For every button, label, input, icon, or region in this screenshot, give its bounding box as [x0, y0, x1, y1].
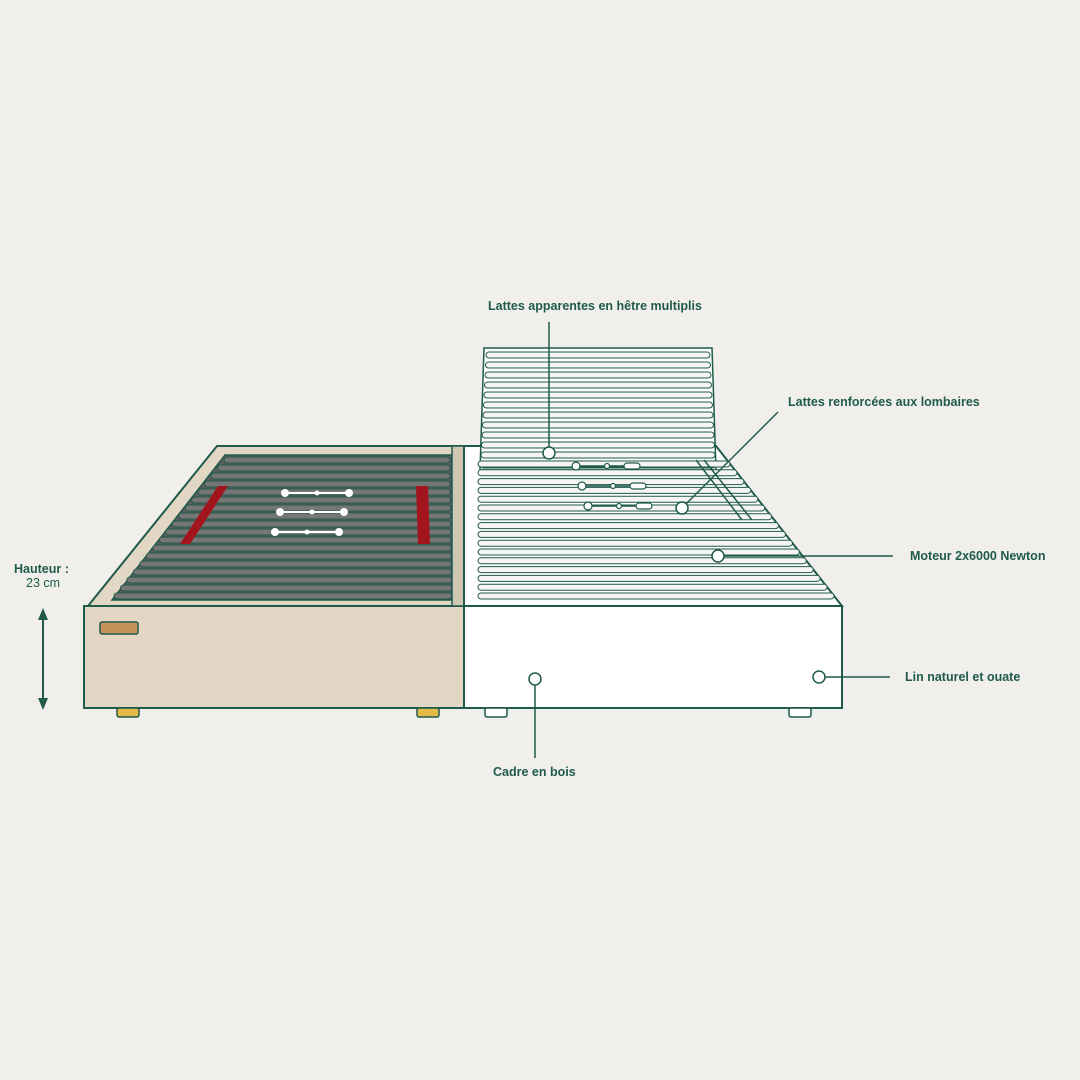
right-slat [477, 557, 807, 565]
right-slat [477, 522, 780, 530]
adjuster-knob [571, 461, 581, 471]
height-label: Hauteur : [14, 562, 69, 576]
right-slat [477, 574, 821, 582]
callout-dot-linen [812, 670, 826, 684]
raised-slat [484, 371, 712, 379]
adjuster-knob [345, 489, 353, 497]
left-slat [139, 560, 453, 568]
adjuster-knob [314, 490, 320, 496]
raised-slat [480, 451, 716, 459]
left-slat [145, 552, 452, 560]
raised-slat [481, 431, 715, 439]
left-slat [223, 456, 451, 464]
right-slat [477, 460, 731, 468]
fabric-tag [99, 621, 139, 635]
left-slat [171, 520, 452, 528]
support-arm-2 [703, 459, 753, 521]
left-slat [126, 576, 453, 584]
raised-slat [481, 441, 715, 449]
callout-motor: Moteur 2x6000 Newton [910, 549, 1046, 563]
raised-slat [483, 401, 713, 409]
right-foot-2 [788, 707, 812, 718]
right-slat [477, 548, 800, 556]
adjuster-knob [309, 509, 315, 515]
right-slat [477, 592, 835, 600]
left-slat [217, 464, 451, 472]
callout-slats-reinforced: Lattes renforcées aux lombaires [788, 395, 980, 409]
adjuster-knob [603, 462, 611, 470]
left-slat [204, 480, 451, 488]
right-slat [477, 566, 814, 574]
raised-slat [485, 361, 711, 369]
left-slat [158, 536, 452, 544]
adjuster-knob [577, 481, 587, 491]
adjuster-knob [276, 508, 284, 516]
right-side-panel [463, 605, 843, 709]
raised-slat [485, 351, 711, 359]
left-slats [113, 456, 453, 600]
right-flat-slats [477, 460, 835, 600]
raised-slat [484, 381, 712, 389]
right-foot-1 [484, 707, 508, 718]
callout-dot-slats-reinforced [675, 501, 689, 515]
adjuster-knob [583, 501, 593, 511]
left-strap-red-1 [180, 486, 228, 544]
raised-slat [483, 391, 713, 399]
left-slat [113, 592, 453, 600]
left-side-panel [83, 605, 465, 709]
callout-linen: Lin naturel et ouate [905, 670, 1021, 684]
right-slat [477, 530, 786, 538]
right-slat [477, 539, 793, 547]
right-half [463, 347, 845, 718]
left-slat [191, 496, 452, 504]
left-slat [119, 584, 453, 592]
callout-dot-motor [711, 549, 725, 563]
left-strap-red-2 [416, 486, 430, 544]
height-value: 23 cm [26, 576, 61, 590]
left-slat [178, 512, 452, 520]
callout-slats-visible: Lattes apparentes en hêtre multiplis [488, 299, 702, 313]
left-foot-2 [416, 707, 440, 718]
adjuster-knob [635, 502, 653, 510]
callout-line-slats-reinforced [685, 411, 779, 505]
adjuster-knob [615, 502, 623, 510]
adjuster-knob [304, 529, 310, 535]
support-arm-1 [695, 459, 743, 521]
raised-head-slats [480, 351, 716, 469]
height-arrow [38, 608, 48, 710]
right-slat [477, 513, 773, 521]
left-slat-adjusters [271, 489, 353, 536]
left-slat [152, 544, 452, 552]
left-slat [184, 504, 452, 512]
callout-lines [528, 322, 893, 758]
adjuster-knob [629, 482, 647, 490]
raised-slat [482, 421, 714, 429]
adjuster-knob [281, 489, 289, 497]
callout-frame: Cadre en bois [493, 765, 576, 779]
right-slat [477, 583, 828, 591]
raised-slat [482, 411, 714, 419]
callout-dot-slats-visible [542, 446, 556, 460]
left-half [83, 445, 465, 718]
adjuster-knob [271, 528, 279, 536]
left-foot-1 [116, 707, 140, 718]
left-slat [210, 472, 451, 480]
left-slat [132, 568, 453, 576]
right-slat [477, 495, 759, 503]
right-slat-adjusters [571, 461, 653, 511]
adjuster-knob [335, 528, 343, 536]
center-divider [451, 445, 465, 607]
adjuster-knob [609, 482, 617, 490]
adjuster-knob [340, 508, 348, 516]
adjuster-knob [623, 462, 641, 470]
callout-dot-frame [528, 672, 542, 686]
right-slat [477, 469, 738, 477]
